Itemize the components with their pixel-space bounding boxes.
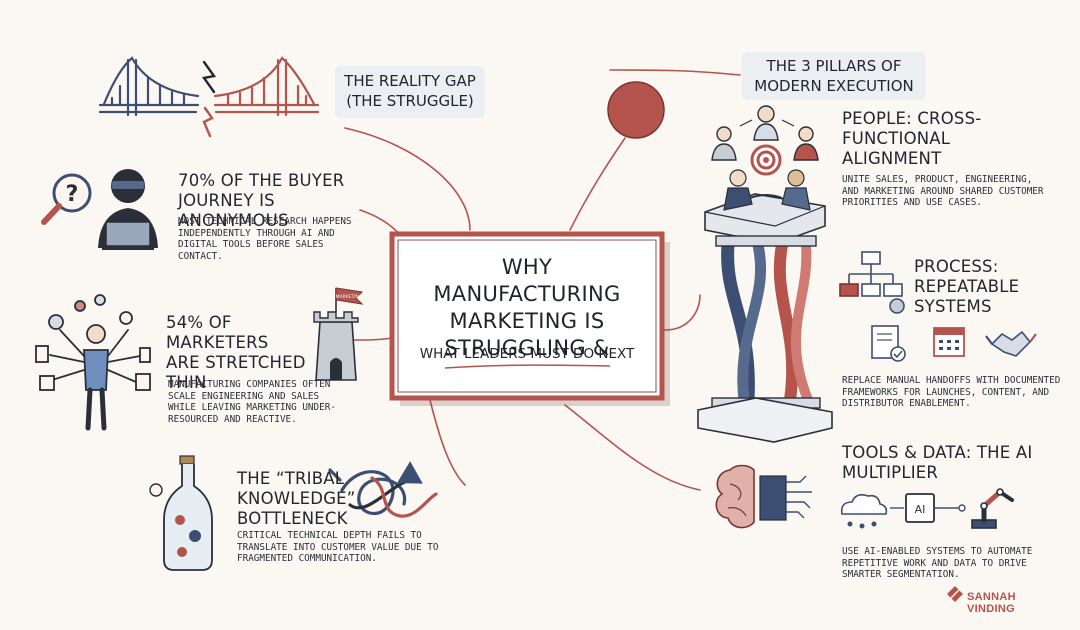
reality-gap-tag-bg xyxy=(335,66,485,118)
pillars-header-tag-bg xyxy=(742,52,926,100)
connector-lines xyxy=(344,69,741,491)
center-subtitle: WHAT LEADERS MUST DO NEXT xyxy=(419,346,635,362)
struggle-3-body: CRITICAL TECHNICAL DEPTH FAILS TO TRANSL… xyxy=(237,530,439,564)
calendar-icon xyxy=(933,327,965,357)
struggle-3-heading: THE “TRIBAL KNOWLEDGE” BOTTLENECK xyxy=(237,469,356,528)
ai-chip-text: AI xyxy=(915,503,926,516)
svg-text:?: ? xyxy=(66,182,79,207)
pillar-process-heading: PROCESS: REPEATABLE SYSTEMS xyxy=(914,257,1020,316)
red-circle-node xyxy=(607,81,665,139)
crumbling-tower-icon: MARKETING xyxy=(313,287,364,381)
center-title: WHY MANUFACTURING MARKETING IS STRUGGLIN… xyxy=(433,255,621,360)
struggle-1-heading: 70% OF THE BUYER JOURNEY IS ANONYMOUS xyxy=(178,171,345,230)
struggle-2-body: MANUFACTURING COMPANIES OFTEN SCALE ENGI… xyxy=(168,379,336,425)
handshake-icon xyxy=(985,330,1037,357)
reality-gap-tag: THE REALITY GAP (THE STRUGGLE) xyxy=(344,72,476,110)
robotic-arm-icon xyxy=(971,488,1014,529)
cloud-network-icon xyxy=(840,494,904,529)
pillar-process-body: REPLACE MANUAL HANDOFFS WITH DOCUMENTED … xyxy=(842,375,1061,409)
magnifier-question-icon: ? xyxy=(41,173,92,225)
tangled-knot-icon xyxy=(328,461,438,518)
anonymous-user-laptop-icon xyxy=(98,169,158,250)
pillar-pedestal-icon xyxy=(697,169,833,443)
pillars-header-tag: THE 3 PILLARS OF MODERN EXECUTION xyxy=(754,57,914,95)
struggle-1-body: MOST TECHNICAL RESEARCH HAPPENS INDEPEND… xyxy=(178,216,352,262)
knowledge-bottle-icon xyxy=(149,455,213,571)
broken-bridge-icon xyxy=(98,56,320,138)
pillar-people-heading: PEOPLE: CROSS-FUNCTIONAL ALIGNMENT xyxy=(842,109,982,168)
pillar-tools-heading: TOOLS & DATA: THE AI MULTIPLIER xyxy=(842,443,1033,482)
document-check-icon xyxy=(871,325,906,362)
struggle-2-heading: 54% OF MARKETERS ARE STRETCHED THIN xyxy=(166,313,306,392)
brand-logo-icon xyxy=(947,586,963,602)
process-flowchart-icon xyxy=(839,251,905,314)
brand-name: SANNAH VINDING xyxy=(967,591,1016,615)
stretched-marketer-icon xyxy=(35,294,151,431)
pillar-tools-body: USE AI-ENABLED SYSTEMS TO AUTOMATE REPET… xyxy=(842,546,1033,580)
pillar-people-body: UNITE SALES, PRODUCT, ENGINEERING, AND M… xyxy=(842,174,1044,208)
ai-chip-icon: AI xyxy=(905,493,966,523)
team-people-icon xyxy=(711,105,819,176)
marketing-flag-text: MARKETING xyxy=(336,294,363,300)
brain-circuit-icon xyxy=(715,464,812,529)
center-title-card xyxy=(389,231,670,406)
